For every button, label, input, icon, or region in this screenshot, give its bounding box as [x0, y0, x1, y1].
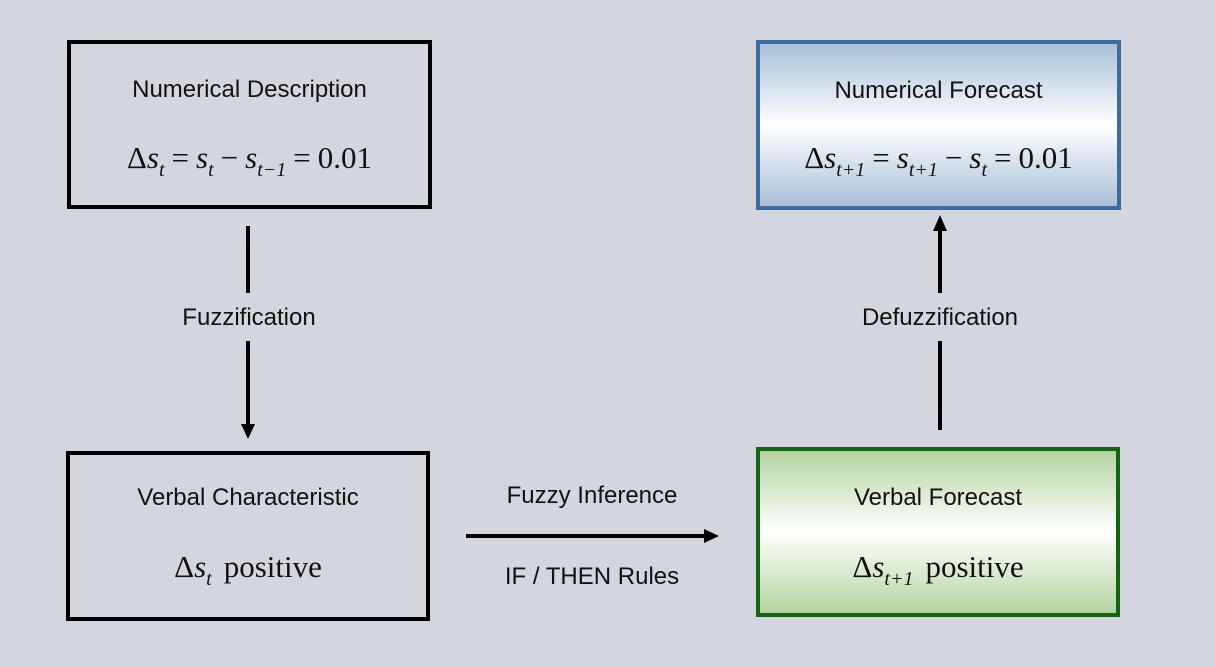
numerical-description-box: Numerical Description Δst=st−st−1=0.01 — [67, 40, 432, 209]
fuzzification-label: Fuzzification — [182, 304, 316, 331]
numerical-description-formula: Δst=st−st−1=0.01 — [126, 140, 373, 181]
numerical-forecast-formula: Δst+1=st+1−st=0.01 — [804, 140, 1073, 181]
numerical-description-title: Numerical Description — [132, 76, 367, 103]
fuzzy-inference-label: Fuzzy Inference — [506, 482, 678, 509]
numerical-forecast-box: Numerical Forecast Δst+1=st+1−st=0.01 — [756, 40, 1121, 210]
inference-arrow-head — [704, 529, 719, 543]
verbal-characteristic-title: Verbal Characteristic — [137, 484, 359, 511]
numerical-forecast-title: Numerical Forecast — [834, 77, 1043, 104]
verbal-forecast-title: Verbal Forecast — [853, 484, 1023, 511]
defuzzification-arrow-head — [933, 215, 947, 231]
if-then-rules-label: IF / THEN Rules — [504, 563, 680, 590]
fuzzification-arrow-head — [241, 424, 255, 439]
defuzzification-label: Defuzzification — [861, 304, 1019, 331]
